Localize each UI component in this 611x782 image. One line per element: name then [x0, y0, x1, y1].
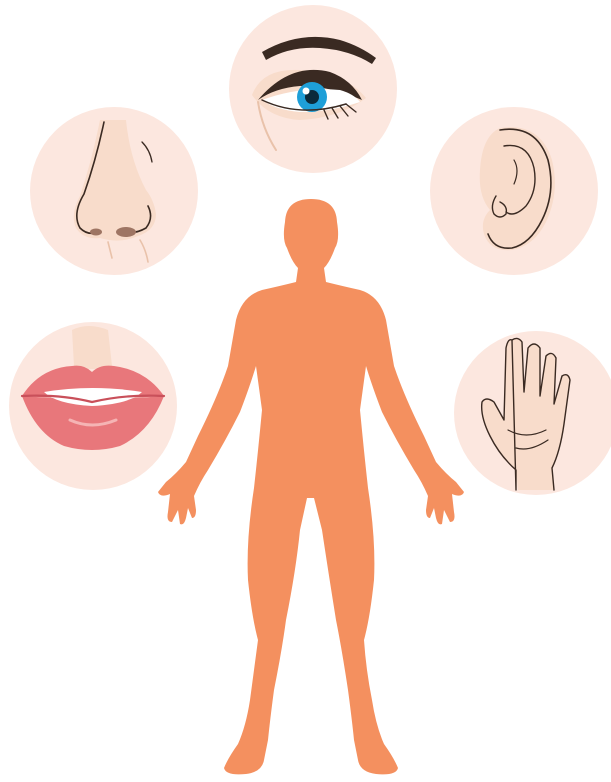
sight-panel: [229, 5, 397, 173]
taste-panel: [9, 322, 177, 490]
touch-panel: [454, 331, 611, 495]
human-body-silhouette: [158, 199, 464, 774]
smell-panel: [30, 107, 198, 275]
hearing-panel: [430, 107, 598, 275]
